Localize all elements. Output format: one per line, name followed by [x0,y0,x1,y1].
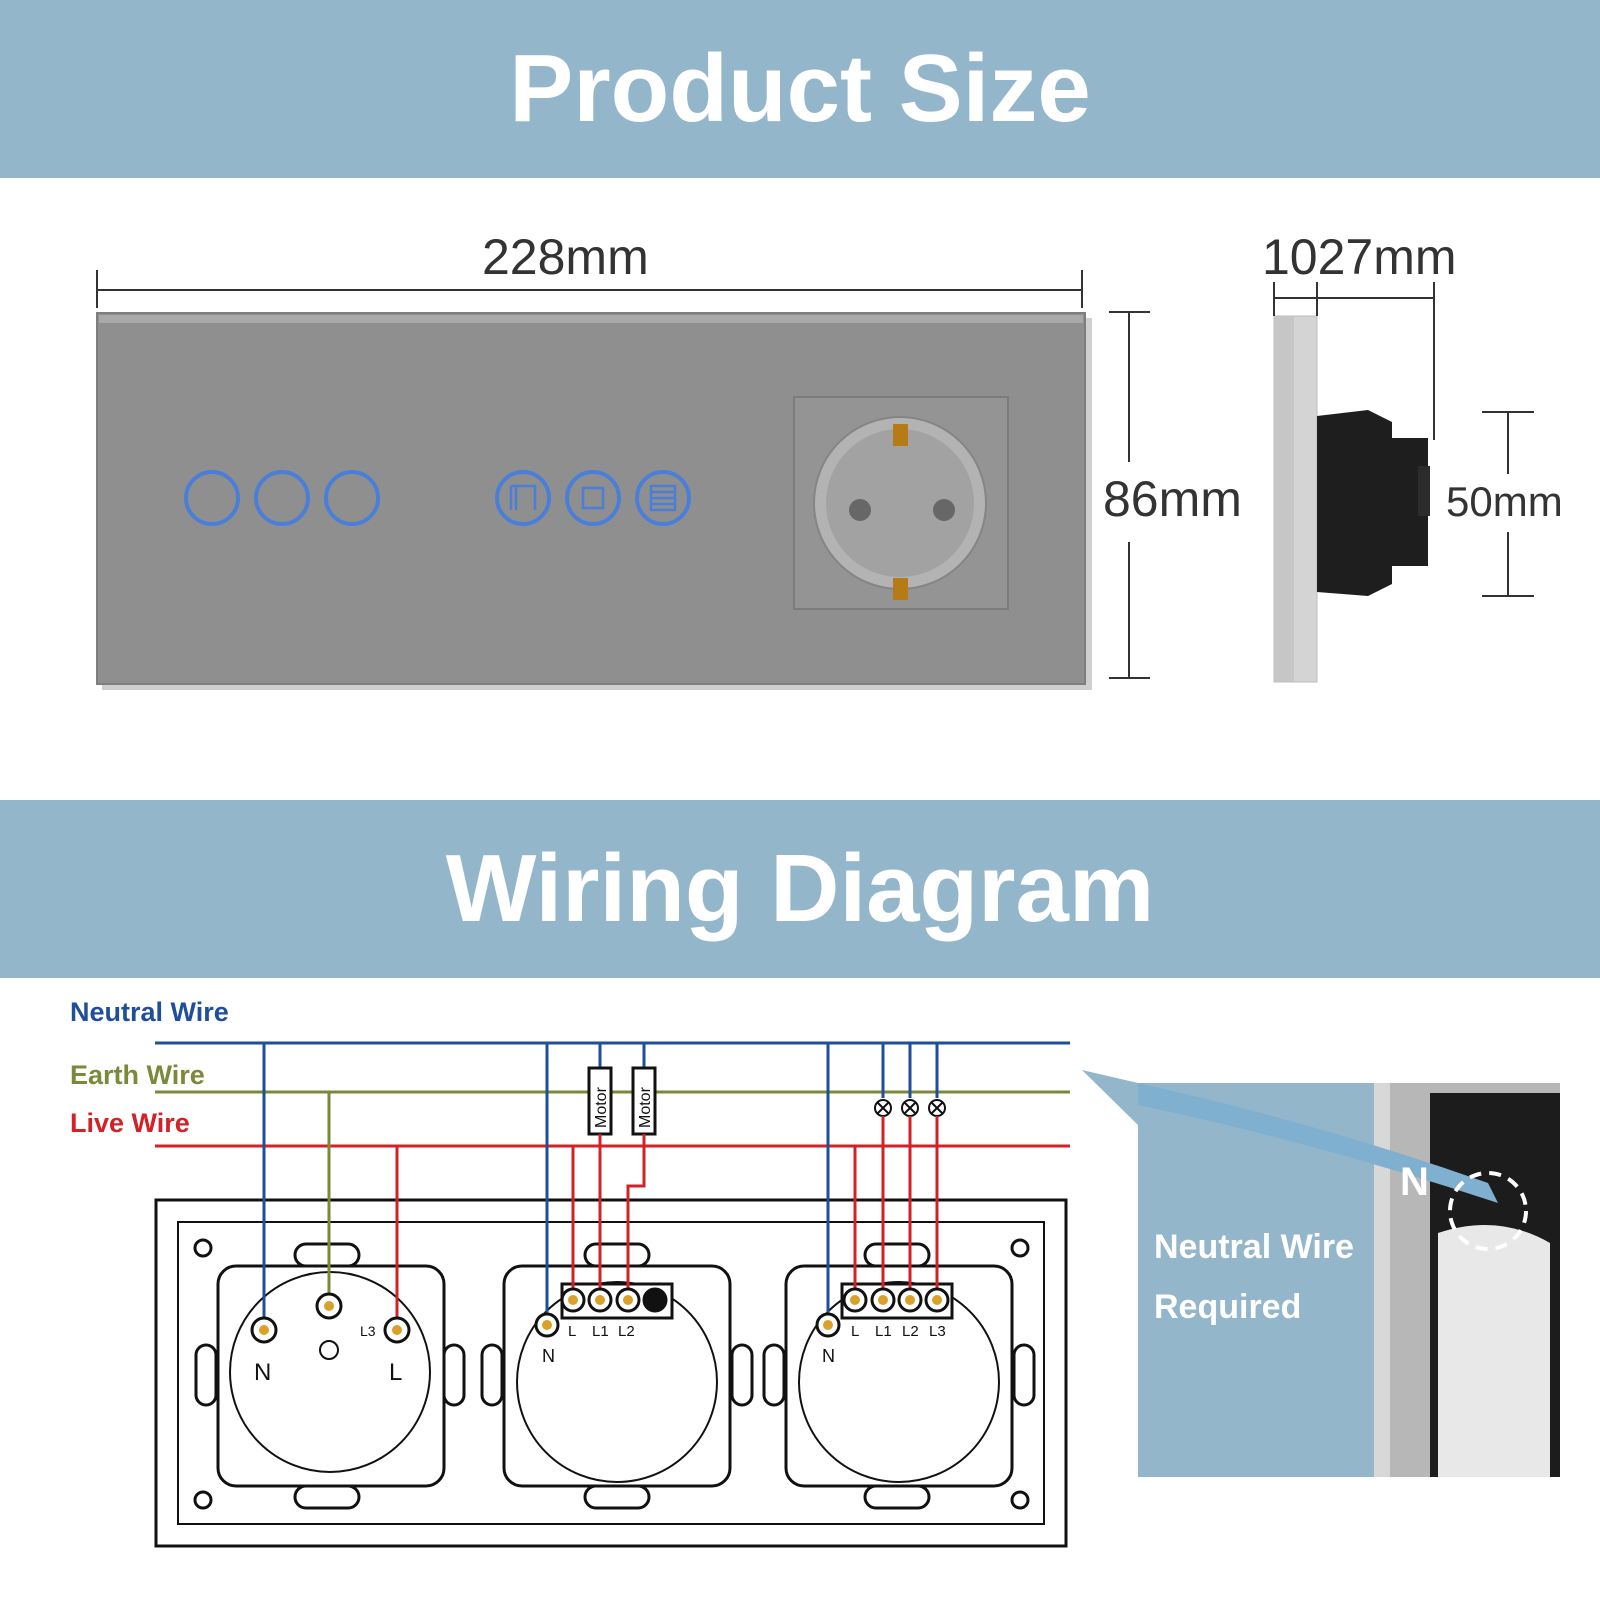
curtain-stop-button [565,470,621,526]
wiring-diagram-banner: Wiring Diagram [0,800,1600,978]
switch-module [762,1264,1036,1488]
socket-pin-hole-right [933,499,955,521]
product-size-banner: Product Size [0,0,1600,178]
socket-n-label: N [254,1359,271,1386]
height-dimension-line [1109,311,1150,679]
callout-pointer [1082,1070,1138,1125]
neutral-n-mark: N [1400,1160,1429,1204]
height-dimension-label: 86mm [1103,471,1242,527]
light-touch-buttons [184,470,380,526]
wiring-diagram-title: Wiring Diagram [445,835,1155,942]
socket-module [194,1264,466,1488]
side-view [1273,315,1430,683]
motor-label-2: Motor [637,1086,654,1128]
curtain-close-button [635,470,691,526]
motor-box-2 [631,1066,657,1136]
socket-pin-hole-left [849,499,871,521]
curtain-l1-label: L1 [592,1323,609,1340]
light-button-2 [254,470,310,526]
motor-label-1: Motor [593,1086,610,1128]
switch-l3-label: L3 [929,1323,946,1340]
backplate-frame [154,1198,1068,1548]
product-size-title: Product Size [509,35,1091,142]
depth-dimension-line [1273,282,1435,440]
earth-clip-top [893,424,908,446]
earth-symbol-icon [319,1340,339,1360]
motor-box-1 [587,1066,613,1136]
curtain-module [480,1264,754,1488]
light-button-3 [324,470,380,526]
note-line-1: Neutral Wire [1154,1228,1354,1266]
schuko-socket [793,396,1009,610]
switch-box-body [1317,410,1428,596]
legend-neutral-wire: Neutral Wire [70,997,229,1027]
depth-dimension-label: 1027mm [1262,229,1457,285]
width-dimension-label: 228mm [482,229,649,285]
box-depth-dimension-line [1482,411,1534,597]
curtain-touch-buttons [495,470,691,526]
product-size-illustration [96,270,1534,690]
legend-earth-wire: Earth Wire [70,1060,205,1090]
panel-top-edge [99,315,1083,323]
earth-clip-bottom [893,578,908,600]
socket-l3-label: L3 [360,1323,376,1339]
curtain-open-button [495,470,551,526]
curtain-n-label: N [542,1346,555,1366]
curtain-open-icon [509,484,537,510]
switch-n-label: N [822,1346,835,1366]
box-depth-dimension-label: 50mm [1446,478,1563,525]
curtain-l2-label: L2 [618,1323,635,1340]
light-button-1 [184,470,240,526]
lamp-symbols [874,1099,946,1117]
curtain-l-label: L [568,1323,576,1340]
switch-l-label: L [851,1323,859,1340]
switch-l1-label: L1 [875,1323,892,1340]
socket-l-label: L [389,1359,402,1386]
curtain-stop-icon [581,486,605,510]
switch-l2-label: L2 [902,1323,919,1340]
curtain-close-icon [649,484,677,512]
neutral-wire-photo: N [1138,1083,1560,1477]
neutral-wire-note-panel: N [1138,1083,1560,1477]
legend-live-wire: Live Wire [70,1108,190,1138]
note-line-2: Required [1154,1288,1302,1326]
width-dimension-line [96,270,1083,308]
